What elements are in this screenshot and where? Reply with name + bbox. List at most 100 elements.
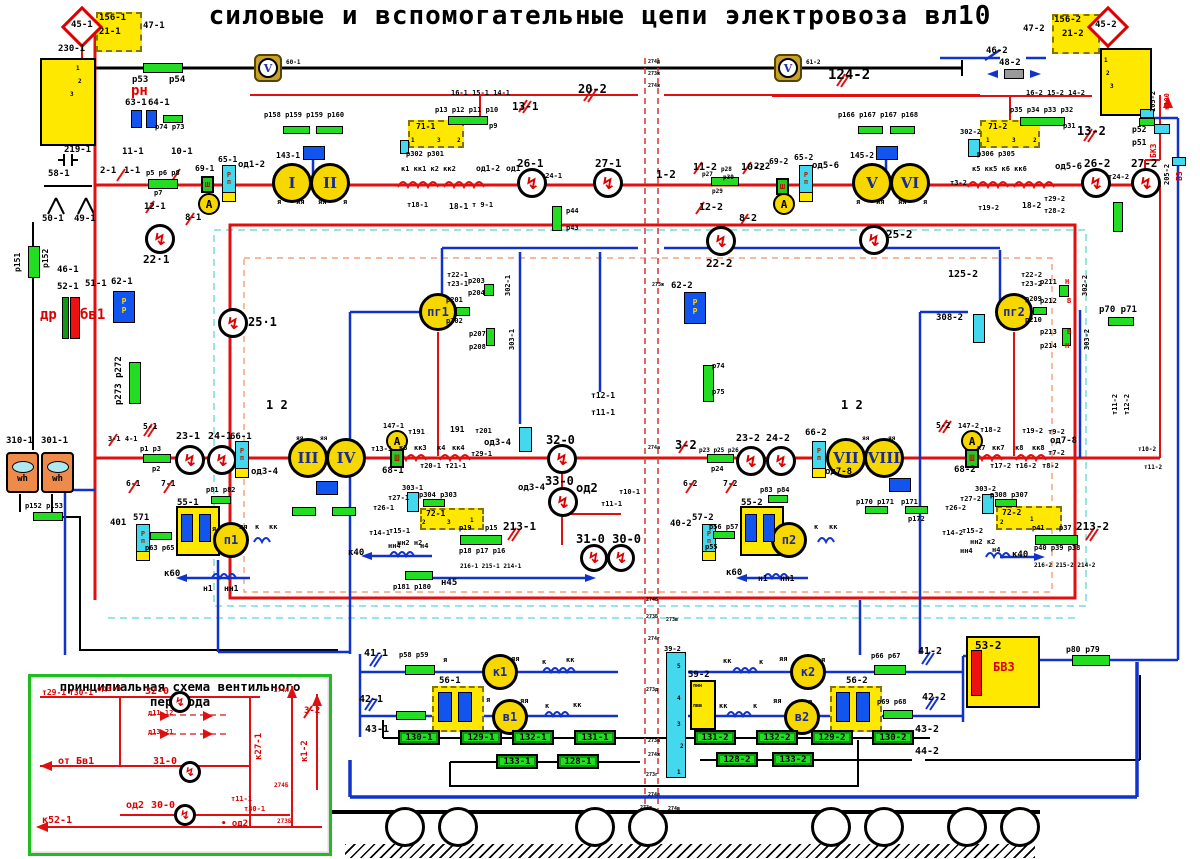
component-group-box bbox=[96, 12, 142, 52]
meter-window-icon bbox=[46, 461, 69, 473]
resistor-block-132-1: 132-1 bbox=[512, 730, 554, 745]
label-р66-р67: р66 р67 bbox=[871, 652, 901, 660]
label-р75: р75 bbox=[712, 388, 725, 396]
resistor bbox=[1108, 317, 1134, 326]
label-кк: кк bbox=[269, 523, 278, 531]
relay-rp: Р п bbox=[812, 441, 826, 478]
machine-к2: к2 bbox=[790, 654, 826, 690]
capacitor-box: Р Р bbox=[684, 292, 706, 324]
breaker-icon: ↯ bbox=[517, 168, 547, 198]
label-63-1: 63-1 bbox=[125, 98, 147, 108]
label-1-2: 1 2 bbox=[841, 398, 863, 412]
label-н4: н4 bbox=[992, 546, 1001, 554]
machine-VI: VI bbox=[890, 163, 930, 203]
label-т11-1: т11-1 bbox=[591, 408, 616, 417]
resistor bbox=[143, 63, 183, 73]
label-64-1: 64-1 bbox=[148, 98, 170, 108]
label-р44: р44 bbox=[566, 207, 579, 215]
resistor bbox=[707, 454, 734, 463]
machine-IV: IV bbox=[326, 438, 366, 478]
label-к7: к7 bbox=[977, 444, 986, 452]
label-12-1: 12-1 bbox=[144, 202, 166, 212]
label-к: к bbox=[753, 702, 758, 710]
resistor bbox=[1059, 285, 1069, 297]
label-р43: р43 bbox=[566, 224, 579, 232]
label-66-2: 66-2 bbox=[805, 428, 827, 438]
label-66-1: 66-1 bbox=[230, 432, 252, 442]
capacitor-box bbox=[146, 110, 157, 128]
relay-rp-tab bbox=[702, 552, 716, 561]
label-11-2: 11-2 bbox=[693, 162, 718, 173]
resistor-block-132-2: 132-2 bbox=[756, 730, 798, 745]
label-72-2: 72-2 bbox=[1002, 508, 1022, 517]
label-8-1: 8-1 bbox=[185, 213, 202, 223]
label-т27-2: т27-2 bbox=[960, 495, 982, 503]
resistor-block-133-2: 133-2 bbox=[772, 752, 814, 767]
label-7-2: 7-2 bbox=[723, 479, 738, 488]
label-пвв: пвв bbox=[693, 703, 703, 709]
label-3: 3 bbox=[1110, 83, 1114, 90]
label-2: 2 bbox=[1033, 137, 1037, 144]
resistor bbox=[874, 665, 906, 675]
label-т14-1: т14-1 bbox=[369, 529, 391, 537]
machine-п2: п2 bbox=[771, 522, 807, 558]
label-216-2-215-2-214-2: 216-2 215-2 214-2 bbox=[1034, 562, 1096, 569]
breaker-icon: ↯ bbox=[175, 445, 205, 475]
relay-rp: Р п bbox=[136, 524, 150, 561]
label-т24-1: т24-1 bbox=[541, 172, 563, 180]
label-26-2: 26-2 bbox=[1084, 157, 1111, 170]
label-од5-6: од5-6 bbox=[812, 161, 840, 171]
apparatus-box bbox=[973, 314, 985, 343]
label-308-2: 308-2 bbox=[936, 313, 964, 323]
label-50-1: 50-1 bbox=[42, 214, 64, 224]
label-41-1: 41-1 bbox=[364, 648, 389, 659]
label-274А: 274А bbox=[274, 687, 289, 694]
capacitor-box bbox=[458, 692, 472, 722]
label-27-1: 27-1 bbox=[595, 157, 622, 170]
label-р208: р208 bbox=[469, 343, 486, 351]
label-273Б: 273Б bbox=[277, 818, 292, 825]
capacitor-box bbox=[181, 514, 193, 542]
label-р56-р57: р56 р57 bbox=[709, 523, 739, 531]
label-3-2: 3-2 bbox=[304, 706, 321, 716]
label-3: 3 bbox=[1012, 137, 1016, 144]
label-т26-2: т26-2 bbox=[945, 504, 967, 512]
machine-в1: в1 bbox=[492, 699, 528, 735]
machine-VIII: VIII bbox=[864, 438, 904, 478]
label-43-1: 43-1 bbox=[365, 724, 390, 735]
label-273а: 273а bbox=[648, 738, 661, 744]
label-р171: р171 bbox=[901, 498, 918, 506]
label-р201: р201 bbox=[446, 296, 463, 304]
resistor bbox=[1113, 202, 1123, 232]
label-44-2: 44-2 bbox=[915, 746, 940, 757]
label-т30-1: т30-1 bbox=[69, 688, 94, 697]
label-рн: рн bbox=[131, 83, 148, 99]
machine-к1: к1 bbox=[482, 654, 518, 690]
capacitor-box bbox=[745, 514, 757, 542]
label-т13-1: т13-1 bbox=[371, 445, 393, 453]
label-р2: р2 bbox=[152, 465, 161, 473]
breaker-icon: ↯ bbox=[736, 446, 766, 476]
wheel-icon bbox=[385, 807, 425, 847]
resistor bbox=[865, 506, 888, 514]
label-к1-кк1-к2-кк2: к1 кк1 к2 кк2 bbox=[401, 165, 456, 173]
label-16-1-15-1-14-1: 16-1 15-1 14-1 bbox=[451, 89, 511, 97]
label-я: я bbox=[212, 525, 217, 533]
resistor bbox=[292, 507, 316, 516]
label-219-1: 219-1 bbox=[64, 145, 92, 155]
label-32-0: 32-0 bbox=[145, 686, 170, 697]
label-21-1: 21-1 bbox=[99, 27, 121, 37]
label-р53: р53 bbox=[132, 75, 149, 85]
label-58-1: 58-1 bbox=[48, 169, 70, 179]
label-яя: яя bbox=[239, 523, 248, 531]
label-273ж: 273ж bbox=[648, 71, 661, 77]
label-18-2: 18-2 bbox=[1022, 201, 1042, 210]
label-1: 1 bbox=[470, 517, 474, 524]
relay-rp-tab bbox=[136, 552, 150, 561]
label-303-2: 303-2 bbox=[975, 485, 997, 493]
resistor bbox=[448, 116, 488, 125]
label-р166-р167-р167-р168: р166 р167 р167 р168 bbox=[838, 111, 919, 119]
breaker-icon: ↯ bbox=[593, 168, 623, 198]
label-т29-2: т29-2 bbox=[1044, 195, 1066, 203]
label-3: 3 bbox=[437, 137, 441, 144]
